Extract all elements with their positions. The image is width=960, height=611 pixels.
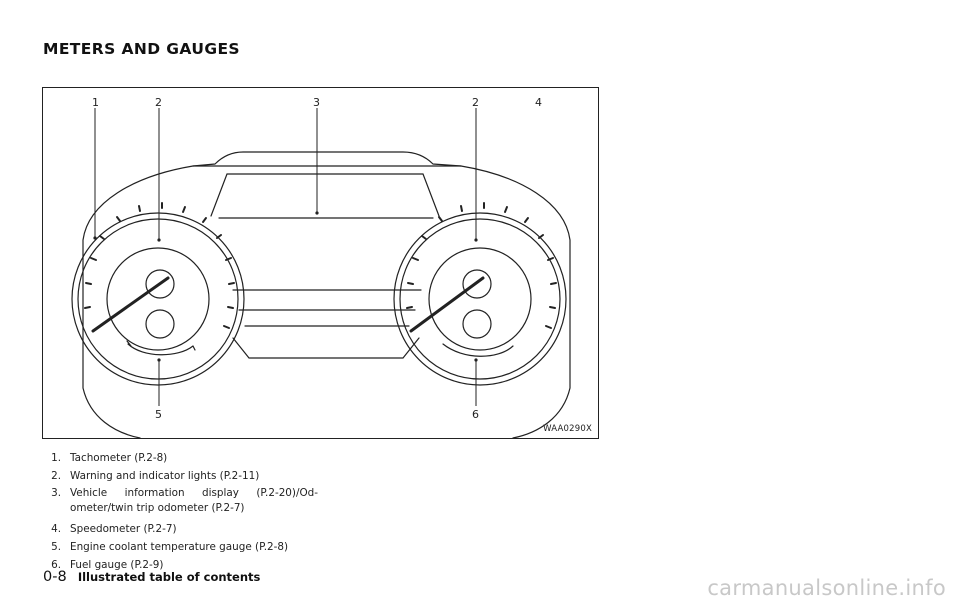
instrument-cluster-illustration: 1 2 3 2 4 5 6	[71, 96, 571, 439]
callout-5: 5	[155, 408, 162, 421]
tach-needle	[91, 276, 170, 333]
callout-1: 1	[92, 96, 99, 109]
legend-text: Engine coolant temperature gauge (P.2-8)	[70, 541, 289, 553]
legend-text: Speedometer (P.2-7)	[70, 523, 177, 535]
legend-number: 3.	[51, 487, 61, 499]
tach-hub-lower	[145, 309, 175, 339]
section-title: METERS AND GAUGES	[43, 40, 241, 58]
legend-item-1: 1. Tachometer (P.2-8)	[43, 449, 318, 467]
callout-4: 4	[535, 96, 542, 109]
legend-item-6: 6. Fuel gauge (P.2-9)	[43, 556, 318, 574]
page-number: 0-8	[43, 569, 67, 585]
legend-number: 4.	[51, 523, 61, 535]
legend-number: 6.	[51, 559, 61, 571]
callout-6: 6	[472, 408, 479, 421]
cluster-hood	[192, 151, 462, 167]
speedo-outer-ring-2	[399, 218, 561, 380]
tach-outer-ring	[71, 212, 245, 386]
legend-item-3: 3. Vehicle information display (P.2-20)/…	[43, 485, 318, 520]
tach-dial	[106, 247, 210, 351]
legend-item-4: 4. Speedometer (P.2-7)	[43, 520, 318, 538]
legend-item-2: 2. Warning and indicator lights (P.2-11)	[43, 467, 318, 485]
speedo-hub-upper	[462, 269, 492, 299]
chapter-title: Illustrated table of contents	[77, 570, 261, 584]
callout-3: 3	[313, 96, 320, 109]
speedo-arc	[442, 343, 514, 357]
gauge-ticks	[84, 202, 557, 329]
speedo-outer-ring	[393, 212, 567, 386]
tach-outer-ring-2	[77, 218, 239, 380]
center-display-frame	[210, 173, 440, 217]
cluster-housing	[82, 165, 571, 439]
callout-dots	[93, 211, 478, 362]
watermark: carmanualsonline.info	[707, 576, 946, 600]
legend-item-5: 5. Engine coolant temperature gauge (P.2…	[43, 538, 318, 556]
legend-number: 2.	[51, 470, 61, 482]
callout-2-right: 2	[472, 96, 479, 109]
speedo-hub-lower	[462, 309, 492, 339]
callout-leaders	[94, 108, 477, 406]
speedo-dial	[428, 247, 532, 351]
legend-number: 5.	[51, 541, 61, 553]
tach-hub-upper	[145, 269, 175, 299]
legend-text: Tachometer (P.2-8)	[70, 452, 168, 464]
speedo-needle	[409, 276, 485, 333]
center-lower-frame	[232, 337, 420, 359]
legend-list: 1. Tachometer (P.2-8) 2. Warning and ind…	[43, 449, 318, 574]
legend-number: 1.	[51, 452, 61, 464]
tach-arc-ticks	[126, 340, 196, 356]
figure-code: WAA0290X	[543, 424, 592, 434]
legend-text: Fuel gauge (P.2-9)	[70, 559, 164, 571]
callout-2-left: 2	[155, 96, 162, 109]
page-footer: 0-8 Illustrated table of contents	[43, 569, 260, 585]
legend-text: Warning and indicator lights (P.2-11)	[70, 470, 260, 482]
instrument-cluster-figure: 1 2 3 2 4 5 6 WAA0290X	[42, 87, 599, 439]
legend-text: Vehicle information display (P.2-20)/Od-…	[70, 487, 318, 514]
